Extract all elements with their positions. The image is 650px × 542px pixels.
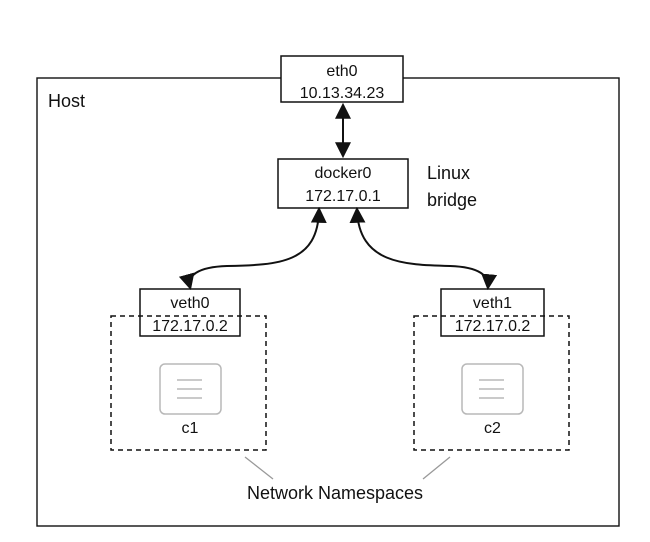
eth0-ip-address: 10.13.34.23 bbox=[299, 85, 385, 102]
docker0-veth0-link bbox=[178, 206, 327, 291]
container-c1-label: c1 bbox=[181, 420, 199, 437]
host-label: Host bbox=[48, 91, 86, 111]
eth0-interface-name: eth0 bbox=[326, 63, 358, 80]
network-namespaces-label: Network Namespaces bbox=[246, 483, 424, 503]
bridge-label-line-2: bridge bbox=[427, 190, 478, 210]
docker0-ip-address: 172.17.0.1 bbox=[305, 188, 381, 205]
container-icon bbox=[159, 363, 222, 415]
container-icon bbox=[461, 363, 524, 415]
veth0-interface-name: veth0 bbox=[170, 295, 210, 312]
docker0-veth1-link bbox=[349, 206, 498, 291]
veth1-interface-name: veth1 bbox=[472, 295, 513, 312]
namespace-pointer-left bbox=[244, 456, 274, 480]
eth0-box bbox=[280, 55, 404, 103]
veth1-ip-address: 172.17.0.2 bbox=[454, 318, 531, 335]
container-c2-label: c2 bbox=[484, 420, 501, 437]
bridge-label-line-1: Linux bbox=[427, 163, 471, 183]
namespace-pointer-right bbox=[422, 456, 451, 480]
veth0-ip-address: 172.17.0.2 bbox=[152, 318, 228, 335]
docker0-interface-name: docker0 bbox=[314, 165, 372, 182]
docker0-box bbox=[277, 158, 409, 209]
